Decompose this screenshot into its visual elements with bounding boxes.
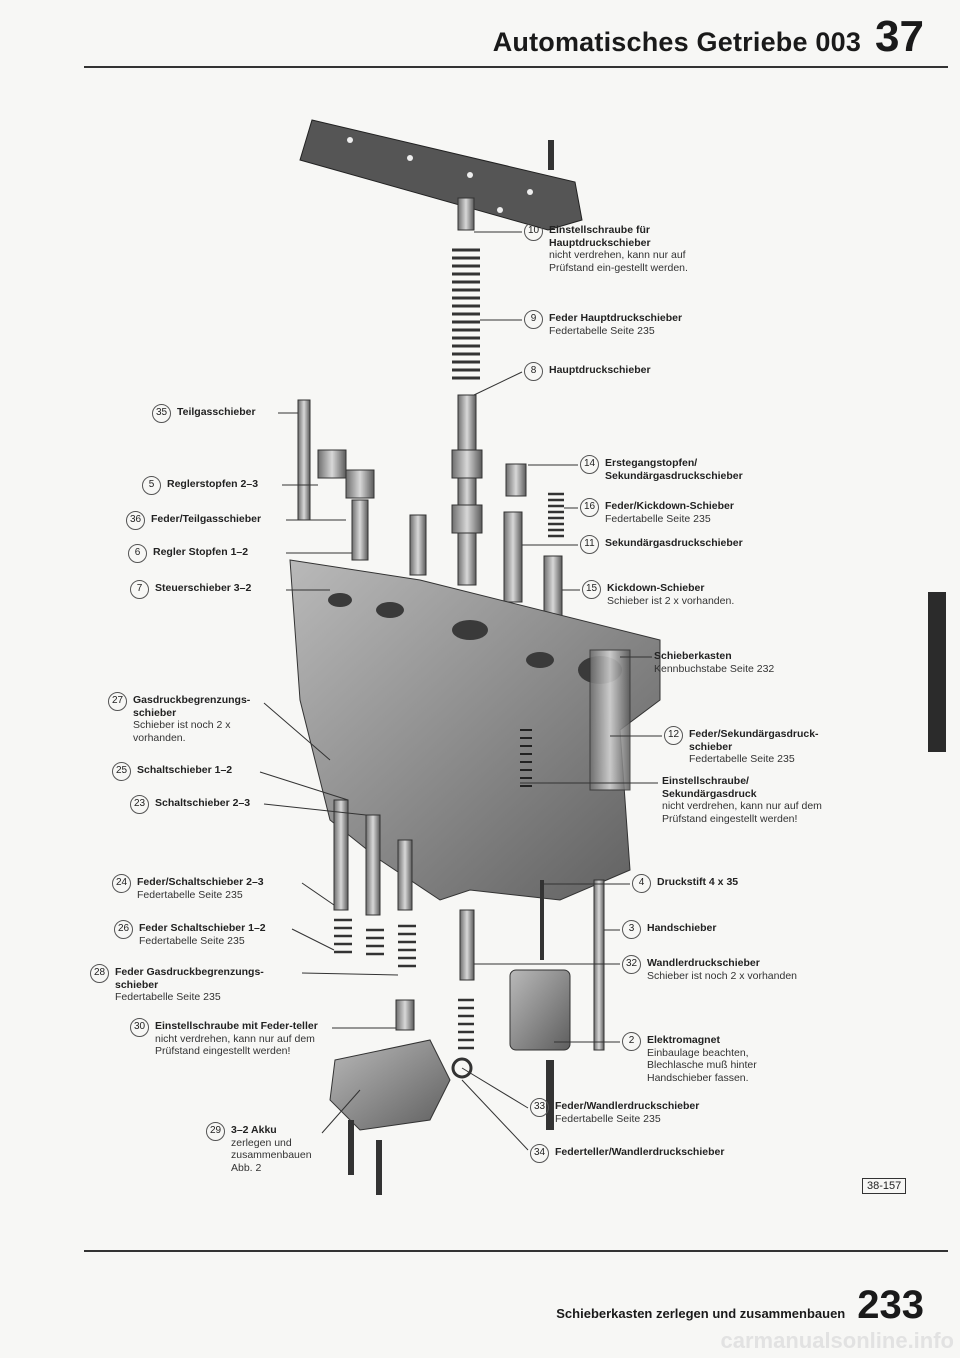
kickdown-spring	[548, 492, 564, 538]
chapter-number: 37	[875, 12, 924, 61]
adjusting-screw-spring-seat	[395, 999, 415, 1031]
first-gear-plug	[505, 463, 527, 497]
main-pressure-valve	[457, 394, 477, 586]
section-title: Automatisches Getriebe 003	[492, 27, 862, 57]
thumb-index-tab	[928, 592, 946, 752]
page-footer: Schieberkasten zerlegen und zusammenbaue…	[556, 1283, 924, 1328]
solenoid	[509, 969, 571, 1051]
watermark: carmanualsonline.info	[720, 1328, 955, 1353]
header-rule	[84, 66, 948, 68]
valve-body	[289, 559, 661, 901]
main-pressure-screw	[457, 197, 475, 231]
top-bolt	[548, 140, 554, 170]
accumulator	[329, 1039, 451, 1131]
manual-valve	[593, 879, 605, 1051]
footer-rule	[84, 1250, 948, 1252]
pressure-pin	[540, 880, 544, 960]
figure-reference: 38-157	[862, 1178, 907, 1194]
separator-plate	[299, 119, 583, 231]
shift-valve-2-3	[333, 799, 349, 911]
page-number: 233	[857, 1283, 924, 1327]
main-pressure-spring	[452, 248, 480, 380]
part-load-valve	[297, 399, 311, 521]
shift-springs	[334, 918, 416, 968]
page-header: Automatisches Getriebe 003 37	[493, 12, 924, 62]
footer-title: Schieberkasten zerlegen und zusammenbaue…	[556, 1306, 846, 1321]
